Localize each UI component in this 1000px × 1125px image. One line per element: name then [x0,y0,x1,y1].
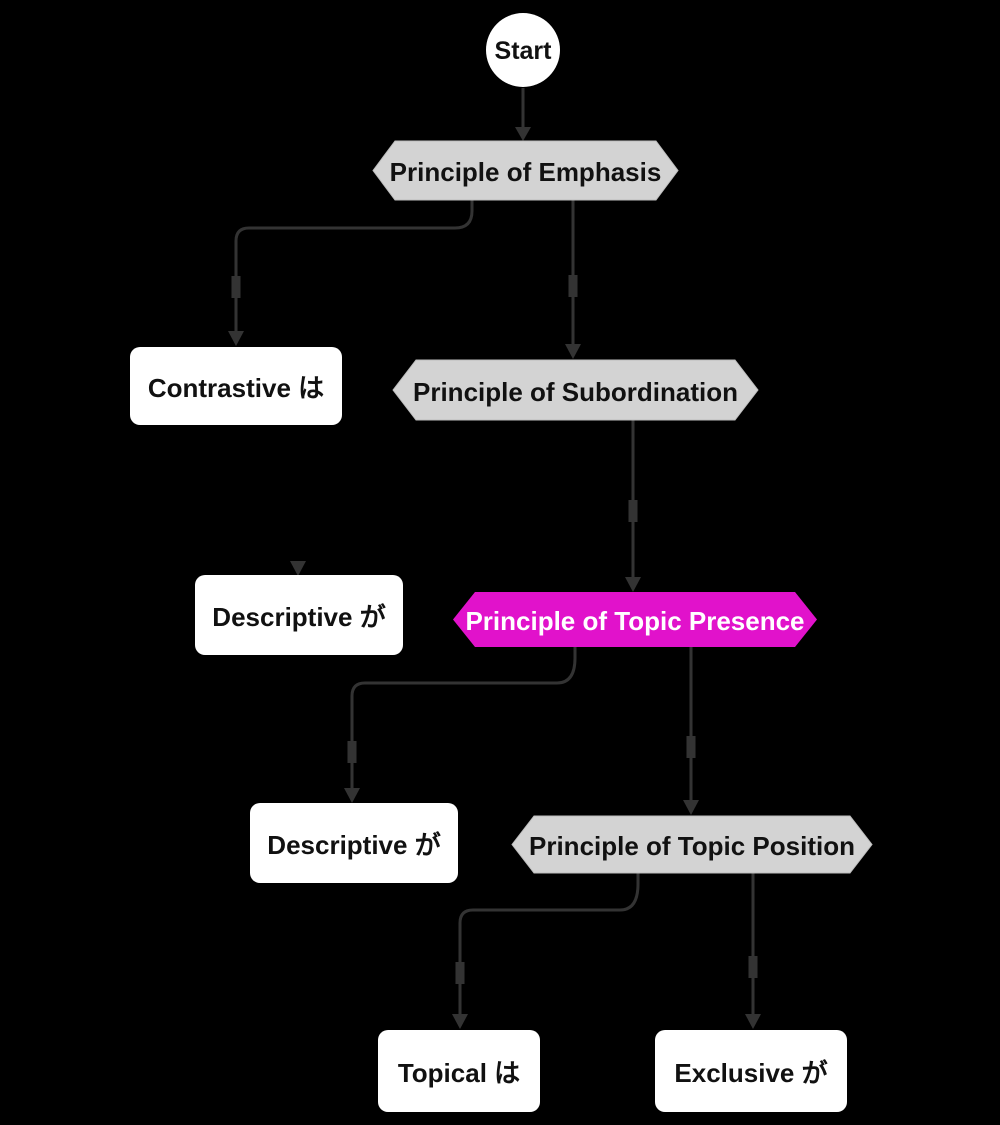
hexagon-shape [511,815,873,874]
edge-label-placeholder [686,736,696,758]
edge-label-placeholder [628,500,638,522]
node-label: Principle of Emphasis [390,157,662,187]
node-descriptive-1: Descriptive が [195,575,403,655]
node-contrastive: Contrastive は [130,347,342,425]
rounded-rect-shape [130,347,342,425]
node-label: Topical は [398,1058,520,1088]
edge-label-placeholder [455,962,465,984]
node-label: Exclusive が [674,1058,827,1088]
edge-label-placeholder [347,741,357,763]
arrowhead-icon [625,577,641,592]
arrowhead-icon [344,788,360,803]
arrowhead-icon [515,127,531,141]
edge-presence-descriptive2 [344,647,577,803]
arrowhead-icon [228,331,244,346]
hexagon-shape [453,592,817,647]
node-descriptive-2: Descriptive が [250,803,458,883]
edge-position-topical [452,873,640,1029]
edge-line [458,873,640,1014]
rounded-rect-shape [655,1030,847,1112]
edge-position-exclusive [745,873,761,1029]
arrowhead-icon [683,800,699,815]
node-presence: Principle of Topic Presence [453,592,817,647]
rounded-rect-shape [195,575,403,655]
node-label: Start [495,37,553,65]
node-position: Principle of Topic Position [511,815,873,874]
arrowhead-icon [565,344,581,359]
node-label: Descriptive が [267,830,440,860]
rounded-rect-shape [250,803,458,883]
node-exclusive: Exclusive が [655,1030,847,1112]
node-subordination: Principle of Subordination [392,359,759,421]
nodes: Start Principle of Emphasis Contrastive … [130,13,873,1112]
edge-line [234,200,474,331]
node-label: Principle of Subordination [413,377,738,407]
edges [228,88,761,1029]
node-label: Contrastive は [148,373,324,403]
edge-presence-position [683,647,699,815]
node-label: Descriptive が [212,602,385,632]
edge-subordination-presence [625,420,641,592]
edge-emphasis-contrastive [228,200,474,346]
node-label: Principle of Topic Presence [465,606,804,636]
edge-line [350,647,577,788]
node-start: Start [486,13,560,87]
edge-subordination-descriptive1 [290,561,306,576]
edge-label-placeholder [748,956,758,978]
rounded-rect-shape [378,1030,540,1112]
node-topical: Topical は [378,1030,540,1112]
node-label: Principle of Topic Position [529,831,855,861]
edge-label-placeholder [231,276,241,298]
arrowhead-icon [290,561,306,576]
hexagon-shape [372,140,679,201]
edge-label-placeholder [568,275,578,297]
arrowhead-icon [745,1014,761,1029]
edge-start-emphasis [515,88,531,141]
arrowhead-icon [452,1014,468,1029]
node-emphasis: Principle of Emphasis [372,140,679,201]
edge-emphasis-subordination [565,200,581,359]
start-circle [486,13,560,87]
hexagon-shape [392,359,759,421]
